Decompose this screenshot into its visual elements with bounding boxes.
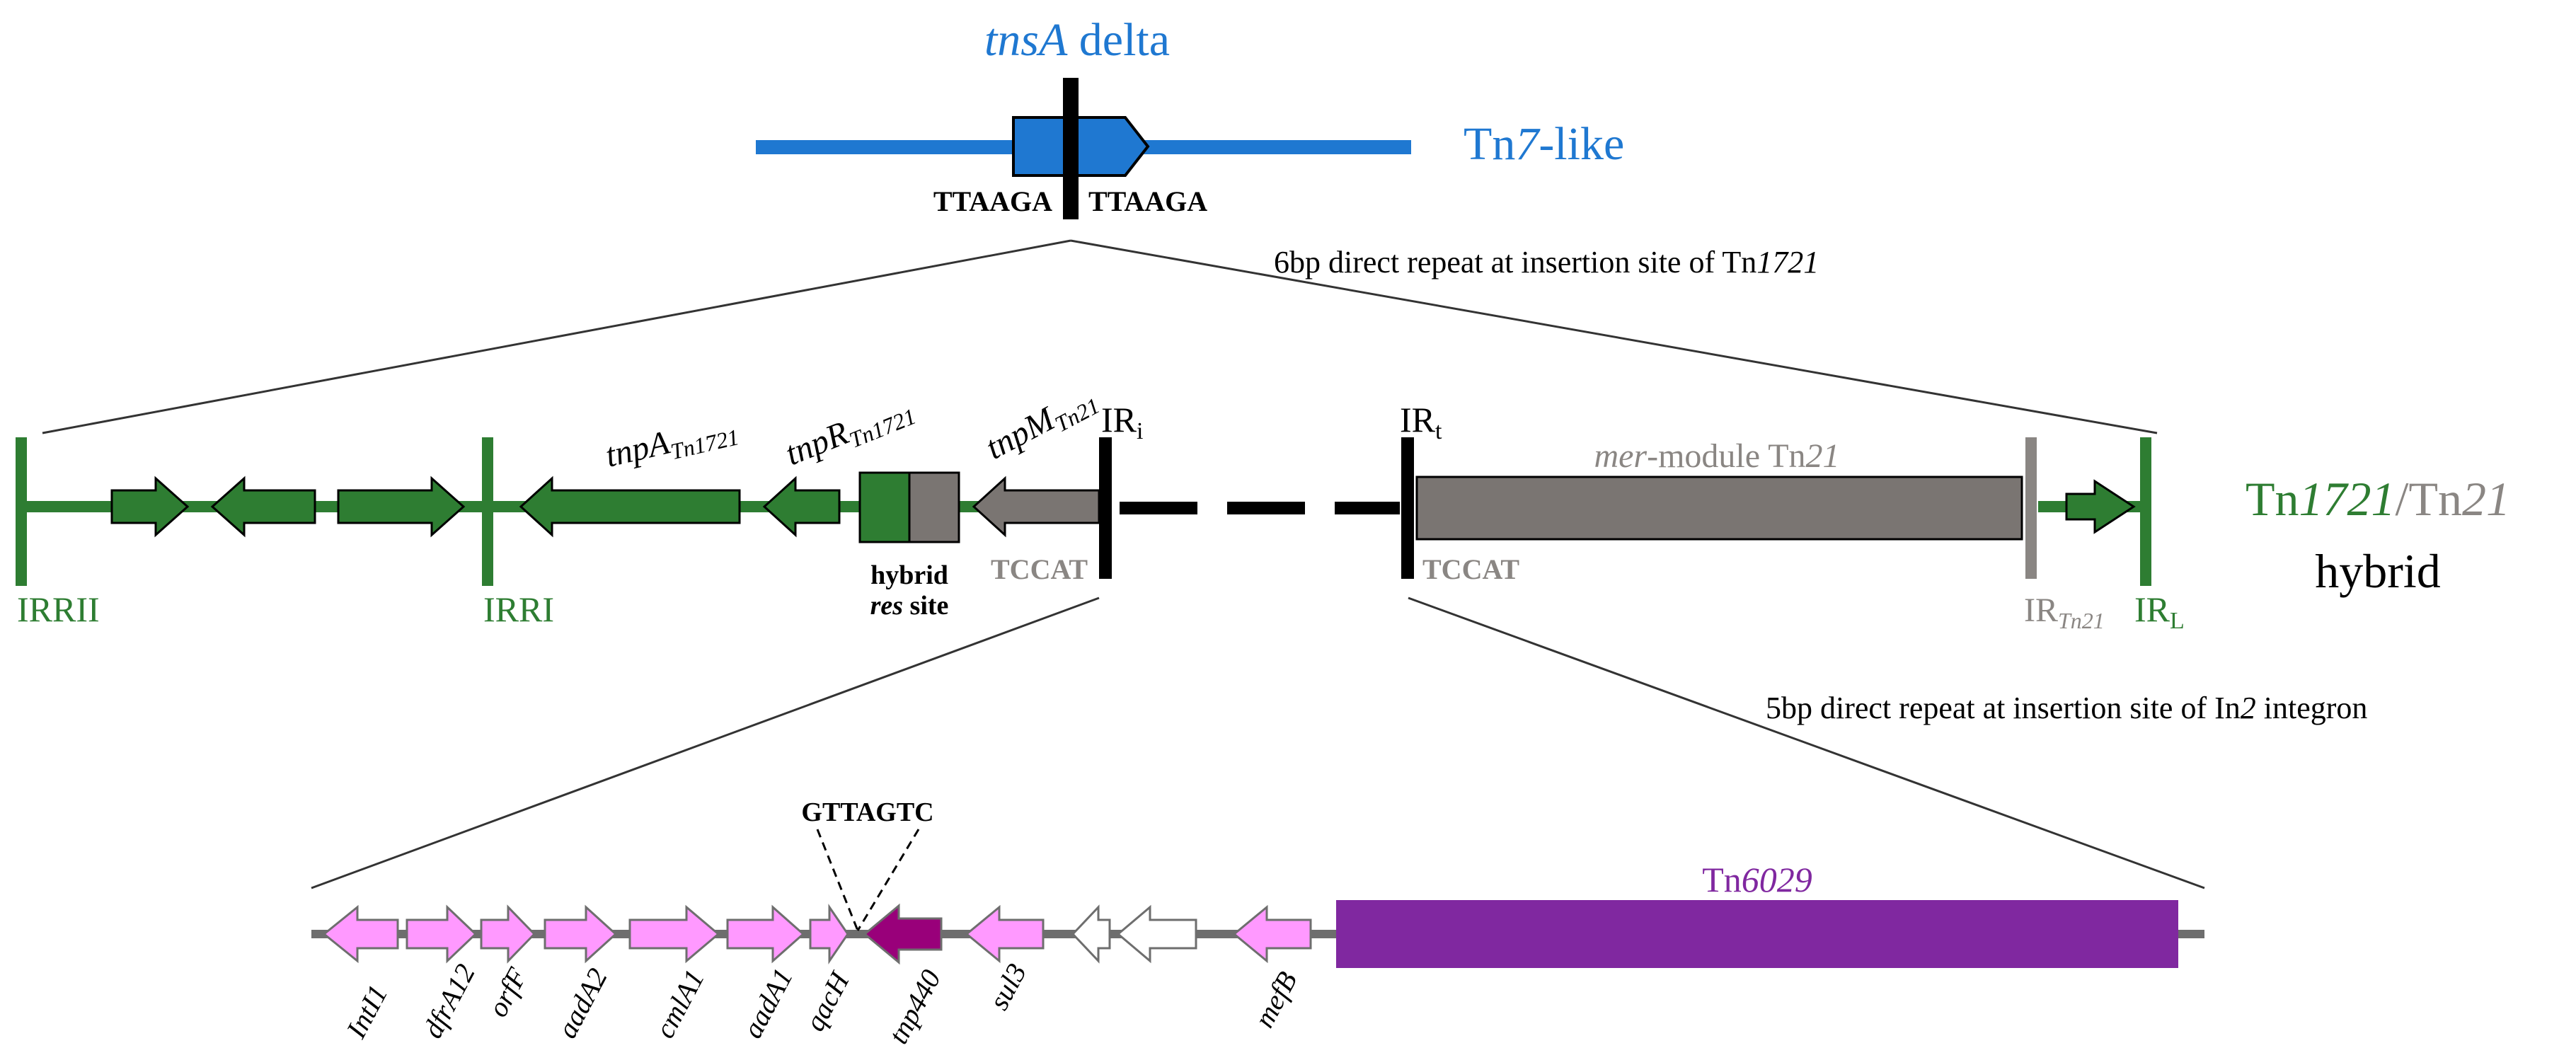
hypothetical-gene-arrow-1 xyxy=(1071,904,1111,964)
tn6029-box xyxy=(1336,900,2178,968)
orfF-gene-arrow xyxy=(480,904,536,964)
gene-arrow-1-right xyxy=(110,476,190,538)
zoom-line-bottom-left xyxy=(311,597,1100,889)
iri-label: IRi xyxy=(1101,400,1143,444)
sul3-gene-arrow xyxy=(965,904,1045,964)
irrii-label: IRRII xyxy=(17,589,100,629)
tccat-left-label: TCCAT xyxy=(991,553,1088,585)
six-bp-repeat-label: 6bp direct repeat at insertion site of T… xyxy=(1274,245,1819,280)
qacH-gene-arrow xyxy=(809,904,849,964)
res-site-green-half xyxy=(858,471,911,543)
gene-label-aadA2: aadA2 xyxy=(551,963,614,1043)
gttagtc-dash-right xyxy=(856,829,920,931)
cmlA1-gene-arrow xyxy=(628,904,720,964)
irrii-bar xyxy=(16,437,27,586)
mer-module-label: mer-module Tn21 xyxy=(1594,437,1839,475)
aadA1-gene-arrow xyxy=(726,904,805,964)
hybrid-title-line2: hybrid xyxy=(2315,544,2441,598)
gttagtc-label: GTTAGTC xyxy=(801,797,933,827)
gene-label-tnp440: tnp440 xyxy=(882,964,947,1049)
irtn21-label: IRTn21 xyxy=(2024,592,2105,633)
tnpR-label: tnpRTn1721 xyxy=(780,388,919,476)
hybrid-res-label-line1: hybrid xyxy=(870,560,948,590)
integron-gene-labels: IntI1 dfrA12 orfF aadA2 cmlA1 aadA1 qacH… xyxy=(340,958,1304,1049)
five-bp-repeat-label: 5bp direct repeat at insertion site of I… xyxy=(1766,691,2367,725)
irl-bar xyxy=(2140,437,2151,586)
tn6029-label: Tn6029 xyxy=(1702,860,1812,899)
iri-bar xyxy=(1099,437,1112,579)
hybrid-res-label-line2: res site xyxy=(870,591,949,621)
gene-label-aadA1: aadA1 xyxy=(736,963,799,1043)
zoom-line-top-left xyxy=(42,239,1071,434)
tn7-repeat-right: TTAAGA xyxy=(1088,185,1207,217)
zoom-line-bottom-right xyxy=(1408,597,2205,889)
zoom-line-top-right xyxy=(1070,239,2158,434)
tn7-repeat-left: TTAAGA xyxy=(933,185,1052,217)
tnpR-gene-arrow xyxy=(762,476,841,538)
gttagtc-dash-left xyxy=(816,829,859,931)
hypothetical-gene-arrow-2 xyxy=(1116,904,1197,964)
tn7-insertion-bar xyxy=(1063,78,1079,219)
tn7-like-module: tnsA delta TTAAGA TTAAGA Tn7-like xyxy=(756,14,1624,219)
tn1721-tn21-hybrid-module: IRRII IRRI tnpATn1721 tnpRTn1721 hybrid … xyxy=(16,378,2510,634)
gene-arrow-3-right xyxy=(337,476,466,538)
res-site-gray-half xyxy=(908,471,960,543)
in2-integron-module: Tn6029 GTTAGTC IntI1 dfrA12 orfF aadA2 c… xyxy=(311,797,2204,1049)
gene-label-cmlA1: cmlA1 xyxy=(648,964,711,1043)
irri-label: IRRI xyxy=(483,589,554,629)
hybrid-title-line1: Tn1721/Tn21 xyxy=(2246,472,2510,526)
aadA2-gene-arrow xyxy=(544,904,618,964)
mefB-gene-arrow xyxy=(1232,904,1312,964)
mer-module-box xyxy=(1415,476,2023,541)
gene-arrow-2-left xyxy=(210,476,316,538)
gene-label-mefB: mefB xyxy=(1248,967,1303,1033)
tnsA-gene-arrow xyxy=(1012,116,1150,177)
tnpA-gene-arrow xyxy=(519,476,741,538)
irtn21-bar xyxy=(2025,437,2037,579)
intI1-gene-arrow xyxy=(322,904,399,964)
tnp440-gene-arrow xyxy=(863,903,943,965)
dfrA12-gene-arrow xyxy=(406,904,478,964)
tnpA-label: tnpATn1721 xyxy=(602,408,742,479)
tnpM-label: tnpMTn21 xyxy=(979,378,1103,471)
tn7-like-label: Tn7-like xyxy=(1464,118,1624,170)
gene-label-orfF: orfF xyxy=(481,962,533,1022)
tnpM-gene-arrow xyxy=(972,476,1100,538)
irt-bar xyxy=(1401,437,1414,579)
tnsA-delta-label: tnsA delta xyxy=(984,14,1170,66)
irri-bar xyxy=(482,437,493,586)
gene-label-sul3: sul3 xyxy=(982,958,1033,1015)
gene-label-dfrA12: dfrA12 xyxy=(416,959,481,1043)
irt-label: IRt xyxy=(1400,400,1442,444)
gene-label-intI1: IntI1 xyxy=(340,979,394,1044)
gene-label-qacH: qacH xyxy=(798,966,856,1036)
gene-arrow-right-end xyxy=(2065,479,2136,534)
irl-label: IRL xyxy=(2134,589,2185,634)
tccat-right-label: TCCAT xyxy=(1422,553,1519,585)
